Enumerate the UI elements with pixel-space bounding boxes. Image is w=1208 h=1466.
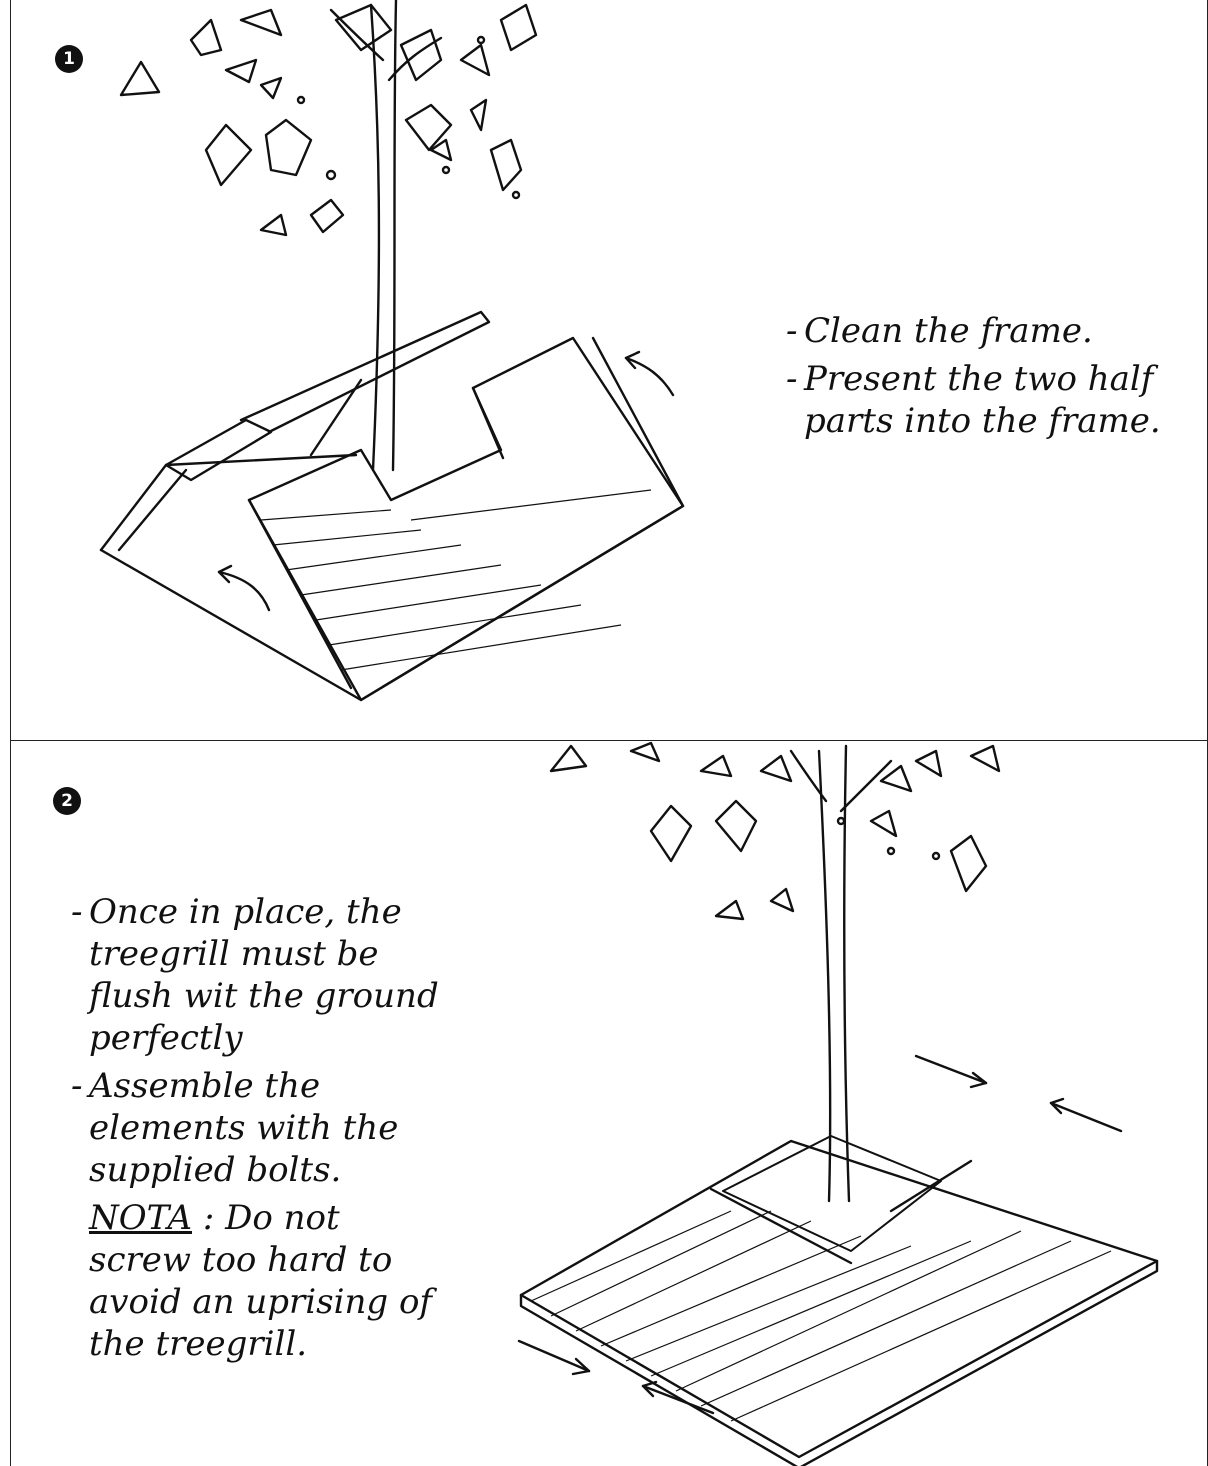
tree-foliage — [551, 743, 999, 919]
step-2-illustration — [11, 741, 1208, 1466]
step-1-instructions: Clean the frame. Present the two half pa… — [786, 310, 1186, 448]
curved-arrow-icon — [626, 358, 673, 395]
instruction-item: Clean the frame. — [786, 310, 1186, 352]
tree-trunk — [371, 5, 379, 470]
straight-arrow-icon — [519, 1056, 1121, 1413]
grill-half-right — [249, 338, 683, 700]
treegrill — [521, 1136, 1157, 1466]
grill-hatching — [531, 1211, 1111, 1421]
instruction-item: Present the two half parts into the fram… — [786, 358, 1186, 442]
frame-half-left — [101, 312, 683, 700]
curved-arrow-icon — [219, 572, 269, 610]
step-2-panel: 2 Once in place, the treegrill must be f… — [10, 740, 1208, 1466]
step-1-panel: 1 — [10, 0, 1208, 741]
tree-foliage — [121, 5, 536, 235]
tree-trunk — [819, 751, 830, 1201]
